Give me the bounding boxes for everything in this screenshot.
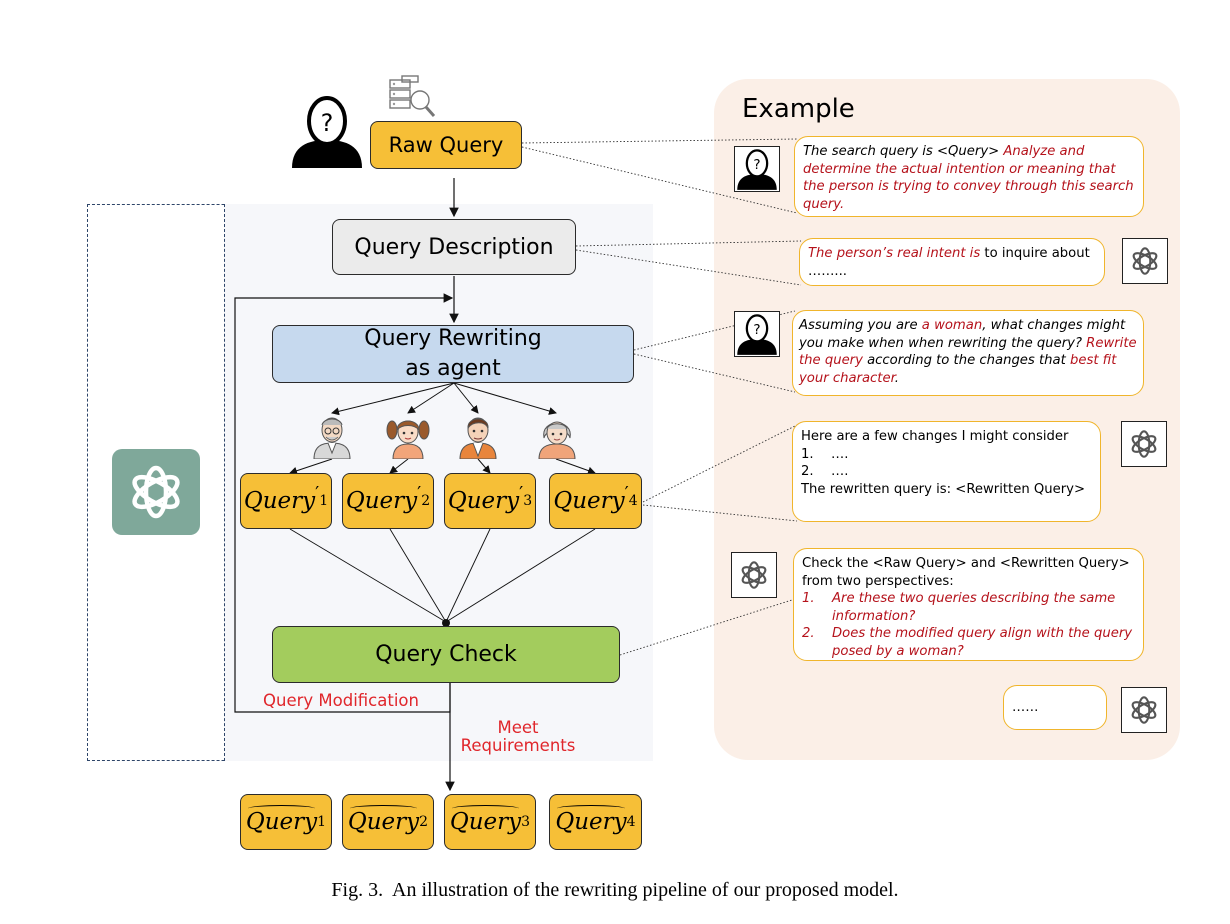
query-description-box: Query Description: [332, 219, 576, 275]
example-bubble-5: Check the <Raw Query> and <Rewritten Que…: [793, 548, 1144, 661]
rewritten-query-4: Query′4: [549, 473, 642, 529]
gpt-avatar-2: [1121, 421, 1167, 467]
example-bubble-4: Here are a few changes I might consider …: [792, 421, 1101, 522]
meet-requirements-label: Meet Requirements: [460, 718, 576, 755]
query-description-label: Query Description: [354, 234, 554, 260]
user-icon: ?: [737, 314, 777, 355]
rewritten-query-4-base: Query: [553, 488, 625, 514]
svg-text:?: ?: [321, 109, 334, 137]
user-avatar-2: ?: [734, 311, 780, 357]
openai-logo-icon: [1131, 696, 1157, 724]
example-title: Example: [742, 94, 855, 124]
query-rewriting-label-line1: Query Rewriting: [364, 326, 542, 351]
rewritten-query-3: Query′3: [444, 473, 536, 529]
user-avatar-1: ?: [734, 146, 780, 192]
example-bubble-3: Assuming you are a woman, what changes m…: [792, 310, 1144, 396]
rewritten-query-1-base: Query: [243, 488, 316, 514]
raw-query-label: Raw Query: [388, 133, 504, 157]
query-modification-label: Query Modification: [263, 691, 419, 710]
rewritten-query-3-base: Query: [447, 488, 520, 514]
svg-text:?: ?: [753, 157, 760, 173]
example-bubble-6: ……: [1003, 685, 1107, 730]
elderly-man-icon: [313, 417, 351, 459]
openai-logo-icon: [1131, 430, 1157, 458]
rewritten-query-2: Query′2: [342, 473, 434, 529]
query-rewriting-box: Query Rewriting as agent: [272, 325, 634, 383]
user-icon: ?: [737, 149, 777, 190]
gpt-avatar-1: [1122, 238, 1168, 284]
rewritten-query-2-base: Query: [345, 488, 418, 514]
rewritten-query-1: Query′1: [240, 473, 332, 529]
man-icon: [459, 417, 497, 459]
svg-text:?: ?: [753, 322, 760, 338]
openai-tile: [112, 449, 200, 535]
openai-logo-icon: [132, 465, 180, 519]
example-bubble-2: The person’s real intent is to inquire a…: [799, 238, 1105, 286]
openai-logo-icon: [741, 561, 767, 589]
user-icon: ?: [292, 96, 362, 168]
example-bubble-1: The search query is <Query> Analyze and …: [794, 136, 1144, 217]
openai-logo-icon: [1132, 247, 1158, 275]
figure-caption: Fig. 3. An illustration of the rewriting…: [331, 879, 899, 901]
girl-icon: [386, 420, 430, 459]
gpt-avatar-3: [731, 552, 777, 598]
database-search-icon: [389, 75, 436, 117]
elderly-woman-icon: [538, 421, 576, 459]
gpt-avatar-4: [1121, 687, 1167, 733]
query-check-box: Query Check: [272, 626, 620, 683]
query-rewriting-label-line2: as agent: [405, 356, 501, 381]
raw-query-box: Raw Query: [370, 121, 522, 169]
query-check-label: Query Check: [375, 642, 517, 667]
